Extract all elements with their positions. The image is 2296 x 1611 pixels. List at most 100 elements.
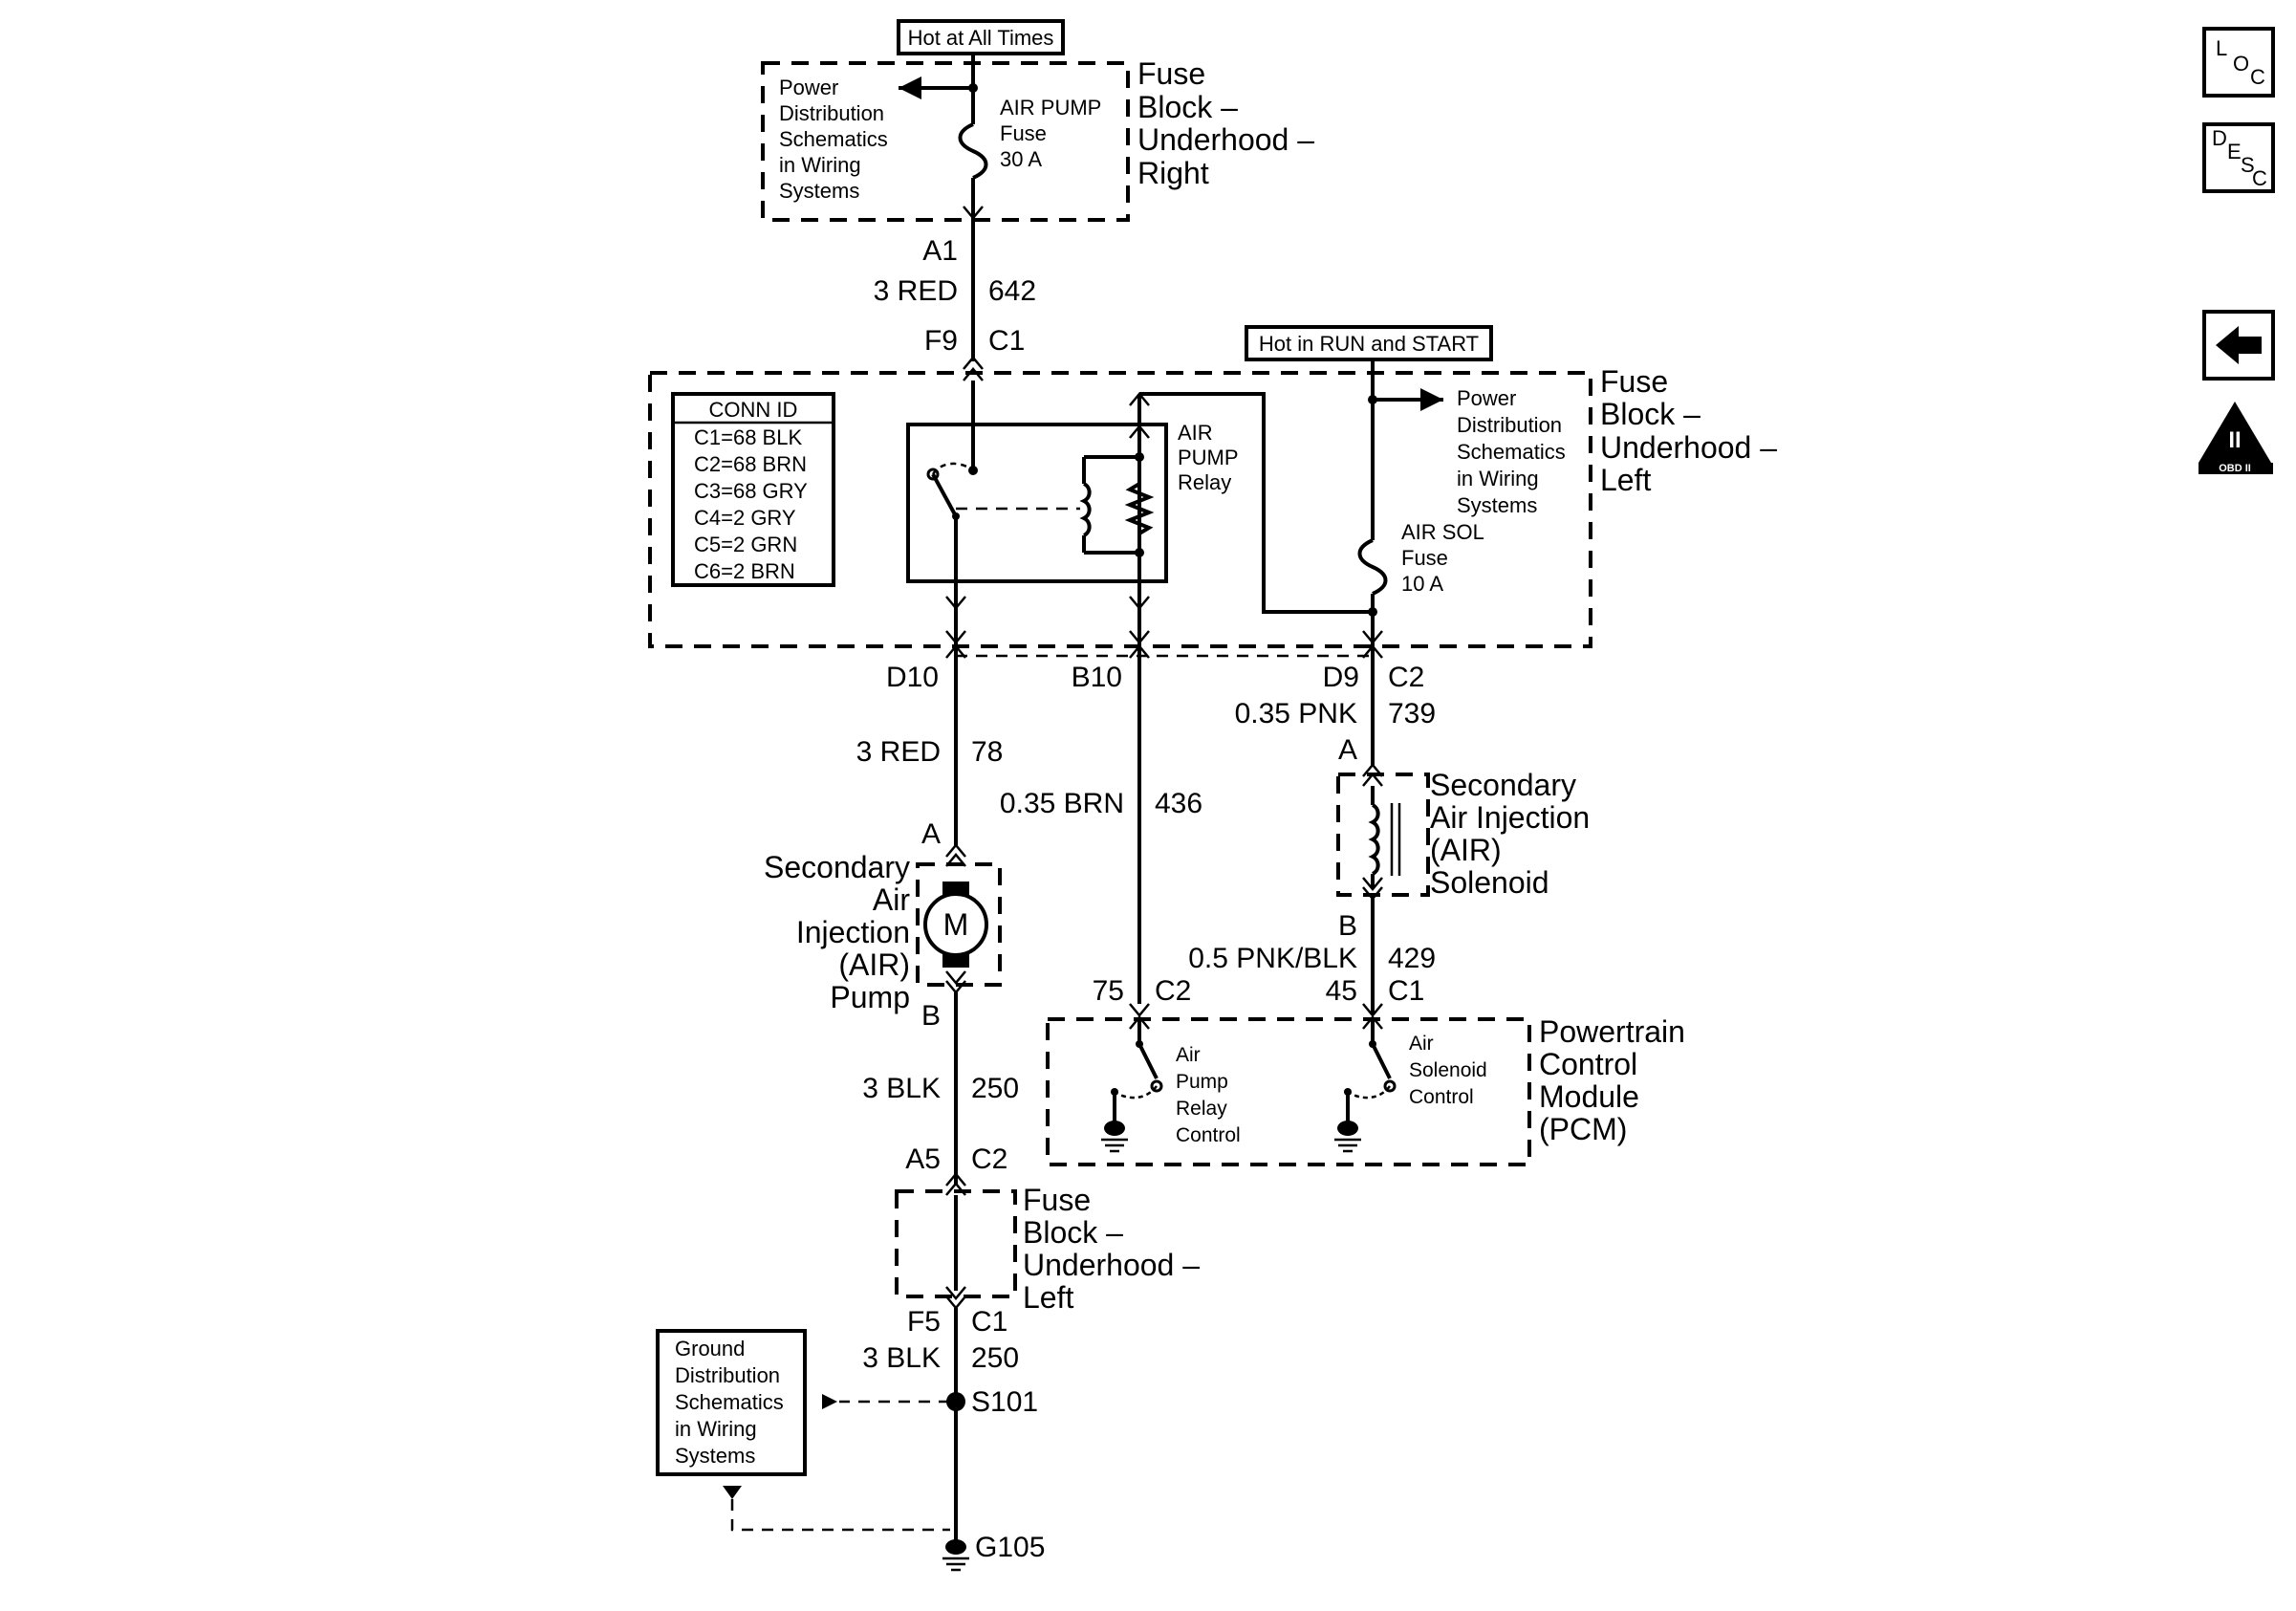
svg-text:AIR PUMP: AIR PUMP: [1000, 96, 1101, 120]
pin-f5: F5: [907, 1306, 941, 1338]
conn-c1-lower: C1: [971, 1306, 1007, 1338]
lower-fuse-title: Block –: [1023, 1215, 1123, 1250]
conn-c2-lower: C2: [971, 1143, 1007, 1175]
power-dist-ref: Systems: [1457, 493, 1537, 517]
solenoid-pin-a: A: [1338, 734, 1357, 766]
pin-f9: F9: [924, 325, 958, 357]
wire-436-circuit: 436: [1155, 788, 1202, 819]
wire-642-circuit: 642: [988, 275, 1036, 307]
svg-text:D: D: [2212, 126, 2227, 150]
relay-control-label: Pump: [1176, 1071, 1228, 1093]
svg-text:C: C: [2252, 166, 2267, 190]
relay-control-label: Relay: [1176, 1098, 1227, 1120]
wire-250b-circuit: 250: [971, 1342, 1019, 1374]
ground-label: G105: [975, 1532, 1045, 1563]
sol-control-label: Solenoid: [1409, 1059, 1487, 1081]
pcm-conn-c2: C2: [1155, 975, 1191, 1007]
pcm-title: Module: [1539, 1079, 1639, 1114]
power-dist-ref: Schematics: [1457, 440, 1566, 464]
svg-text:in Wiring: in Wiring: [779, 153, 861, 177]
svg-text:Fuse: Fuse: [1137, 56, 1205, 91]
pin-d9: D9: [1323, 662, 1359, 693]
pump-title: Secondary: [764, 850, 910, 884]
svg-text:Block –: Block –: [1137, 90, 1238, 124]
conn-c2: C2: [1388, 662, 1424, 693]
pump-title: Injection: [796, 915, 910, 949]
ground-distribution-ref: Ground Distribution Schematics in Wiring…: [656, 1329, 950, 1532]
fuse-block-left-title: Fuse Block – Underhood – Left: [1600, 364, 1777, 497]
wire-78-gauge: 3 RED: [856, 736, 941, 768]
fuse-block-left-outline: [648, 371, 1592, 648]
wire-739-circuit: 739: [1388, 698, 1436, 729]
conn-id-title: CONN ID: [709, 398, 798, 422]
svg-text:Power: Power: [779, 76, 838, 99]
svg-text:Distribution: Distribution: [675, 1363, 780, 1387]
fuse-block-left-lower: A5 C2 Fuse Block – Underhood – Left F5 C…: [895, 1143, 1200, 1338]
air-solenoid: A B Secondary Air Injection (AIR) Soleno…: [1336, 734, 1590, 1013]
svg-text:OBD II: OBD II: [2219, 463, 2251, 474]
svg-text:Left: Left: [1600, 463, 1651, 497]
solenoid-pin-b: B: [1338, 910, 1357, 942]
back-arrow-icon: [2216, 326, 2262, 364]
svg-text:Schematics: Schematics: [675, 1390, 784, 1414]
relay-label: Relay: [1178, 470, 1231, 494]
splice-s101: S101: [822, 1386, 1038, 1418]
air-sol-fuse-label: Fuse: [1401, 546, 1448, 570]
pump-title: Air: [873, 882, 910, 917]
wire-250-circuit: 250: [971, 1073, 1019, 1104]
power-distribution-ref-top: Power Distribution Schematics in Wiring …: [779, 76, 888, 203]
conn-id-item: C6=2 BRN: [694, 559, 795, 583]
conn-id-table: CONN ID C1=68 BLK C2=68 BRN C3=68 GRY C4…: [671, 392, 835, 587]
desc-button[interactable]: D E S C: [2202, 122, 2275, 193]
svg-text:Right: Right: [1137, 156, 1209, 190]
pin-a1: A1: [922, 235, 958, 267]
obd-ii-button[interactable]: II OBD II: [2199, 402, 2273, 474]
svg-text:E: E: [2227, 140, 2242, 163]
pcm: 75 C2 45 C1 Air Pump Relay Control: [1046, 975, 1685, 1166]
ground-g105: G105: [942, 1532, 1045, 1572]
hot-in-run-start-label: Hot in RUN and START: [1259, 332, 1479, 356]
wire-642: A1 3 RED 642 F9 C1: [874, 206, 1036, 381]
pcm-pin-45: 45: [1326, 975, 1357, 1007]
pcm-conn-c1: C1: [1388, 975, 1424, 1007]
pin-d10: D10: [886, 662, 939, 693]
svg-text:Underhood –: Underhood –: [1600, 430, 1777, 465]
solenoid-title: Solenoid: [1430, 865, 1549, 900]
pcm-title: (PCM): [1539, 1112, 1627, 1146]
solenoid-title: (AIR): [1430, 833, 1502, 867]
hot-in-run-start-tag: Hot in RUN and START: [1245, 325, 1493, 361]
wire-78-circuit: 78: [971, 736, 1003, 768]
pcm-pin-75: 75: [1093, 975, 1124, 1007]
pcm-title: Powertrain: [1539, 1014, 1685, 1049]
conn-c1-top: C1: [988, 325, 1025, 357]
loc-button[interactable]: L O C: [2202, 27, 2275, 98]
conn-id-item: C3=68 GRY: [694, 479, 808, 503]
power-dist-ref: in Wiring: [1457, 467, 1539, 490]
relay-feed-wire: [1129, 392, 1373, 614]
lower-fuse-title: Left: [1023, 1280, 1073, 1315]
svg-text:C: C: [2250, 65, 2265, 89]
svg-text:Underhood –: Underhood –: [1137, 122, 1314, 157]
back-button[interactable]: [2202, 310, 2275, 381]
power-dist-ref: Power: [1457, 386, 1516, 410]
pin-b10: B10: [1072, 662, 1122, 693]
svg-text:Ground: Ground: [675, 1337, 745, 1361]
pump-title: (AIR): [838, 947, 910, 982]
svg-text:Fuse: Fuse: [1000, 121, 1047, 145]
air-sol-fuse: Power Distribution Schematics in Wiring …: [1357, 359, 1566, 646]
power-dist-ref: Distribution: [1457, 413, 1562, 437]
svg-text:Fuse: Fuse: [1600, 364, 1668, 399]
air-pump-motor: A M B Secondary Air Injection (AIR) Pump: [764, 818, 1002, 1186]
motor-symbol: M: [943, 907, 969, 942]
fuse-block-right-outline: [761, 61, 1130, 222]
svg-text:Systems: Systems: [675, 1444, 755, 1468]
lower-fuse-title: Fuse: [1023, 1183, 1091, 1217]
conn-id-item: C2=68 BRN: [694, 452, 807, 476]
sol-control-label: Control: [1409, 1086, 1474, 1108]
svg-text:S: S: [2241, 153, 2255, 177]
pump-pin-a: A: [921, 818, 941, 850]
wire-250-gauge: 3 BLK: [862, 1073, 941, 1104]
conn-id-item: C4=2 GRY: [694, 506, 796, 530]
pump-pin-b: B: [921, 1000, 941, 1032]
